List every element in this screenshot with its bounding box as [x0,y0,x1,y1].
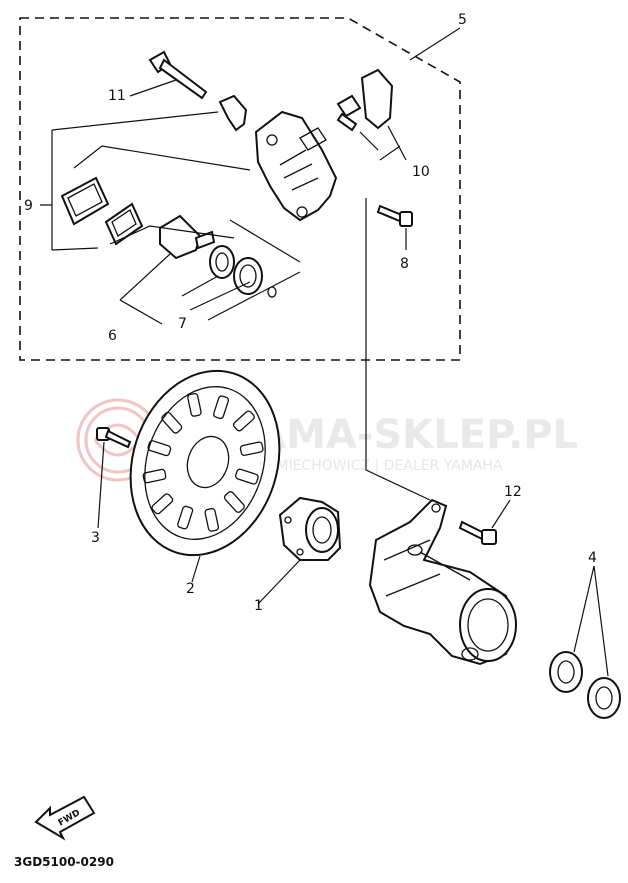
leader-lines [40,27,609,677]
piston-seals [209,245,277,298]
callout-9: 9 [24,198,33,214]
caliper-cap [336,68,394,132]
caliper-body [254,110,338,222]
callout-7: 7 [178,316,187,332]
caliper-assembly-outline [19,17,461,361]
pin-bolt [148,50,208,100]
callout-11: 11 [108,88,126,104]
callouts: 1 2 3 4 5 6 7 8 9 10 11 12 [24,12,597,614]
bleed-screw [376,204,413,227]
bushings [549,651,621,719]
watermark: YAMA-SKLEP.PL WWW.MIECHOWICZ | DEALER YA… [76,398,578,482]
callout-4: 4 [588,550,597,566]
watermark-dealer: WWW.MIECHOWICZ | DEALER YAMAHA [232,458,503,474]
callout-3: 3 [91,530,100,546]
callout-6: 6 [108,328,117,344]
diagram-code: 3GD5100-0290 [14,855,114,869]
callout-8: 8 [400,256,409,272]
watermark-site: YAMA-SKLEP.PL [229,412,578,458]
callout-1: 1 [254,598,263,614]
callout-12: 12 [504,484,522,500]
caliper-bracket [368,498,518,666]
hub [278,496,342,561]
callout-5: 5 [458,12,467,28]
brake-disc [129,369,281,557]
piston [159,214,216,260]
pad-clip [218,94,248,132]
fwd-arrow-icon: FWD [34,795,96,841]
callout-2: 2 [186,581,195,597]
callout-10: 10 [412,164,430,180]
disc-bolt [96,427,132,449]
bracket-bolt [458,520,497,545]
brake-pads [60,176,144,246]
